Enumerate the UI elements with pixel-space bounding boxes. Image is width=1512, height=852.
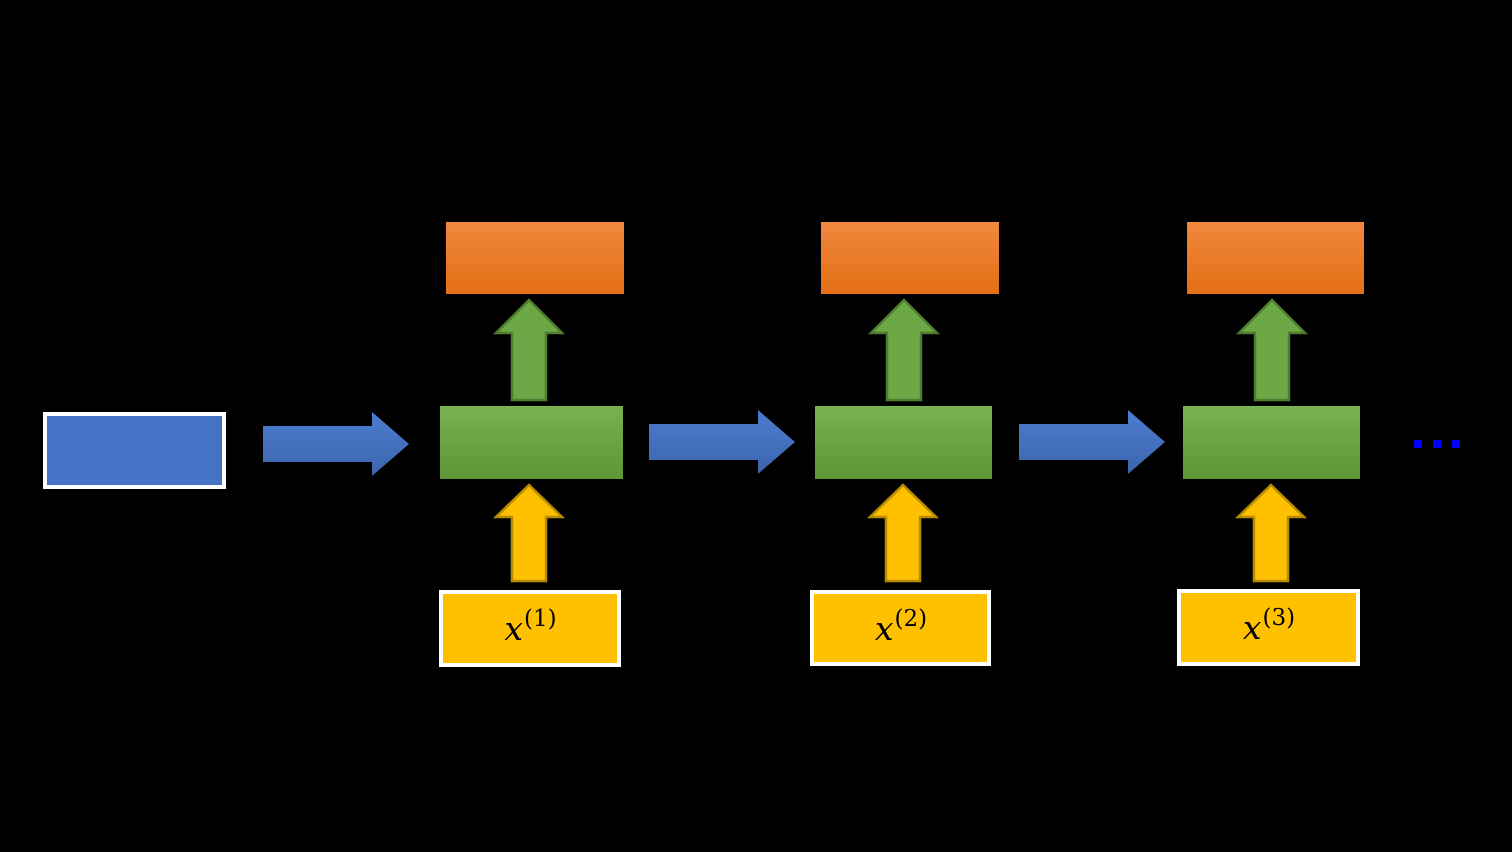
input-box-2: x(2) (810, 590, 991, 666)
output-arrow-1 (492, 298, 566, 402)
input-label-2: x(2) (874, 605, 928, 648)
initial-state-box (43, 412, 226, 489)
ellipsis-dot (1433, 440, 1441, 448)
output-arrow-3 (1235, 298, 1309, 402)
output-box-3 (1187, 222, 1364, 294)
input-box-1: x(1) (439, 590, 621, 667)
input-arrow-1 (492, 483, 566, 583)
input-arrow-3 (1234, 483, 1308, 583)
hidden-state-box-3 (1183, 406, 1360, 479)
output-box-1 (446, 222, 624, 294)
hidden-state-box-1 (440, 406, 623, 479)
hidden-state-box-2 (815, 406, 992, 479)
ellipsis-dot (1452, 440, 1460, 448)
input-label-3: x(3) (1242, 605, 1296, 647)
state-arrow-3 (1019, 410, 1165, 474)
input-box-3: x(3) (1177, 589, 1360, 666)
ellipsis-dot (1414, 440, 1422, 448)
input-arrow-2 (866, 483, 940, 583)
output-box-2 (821, 222, 999, 294)
input-label-1: x(1) (504, 606, 557, 648)
continuation-ellipsis (1414, 440, 1460, 448)
output-arrow-2 (867, 298, 941, 402)
state-arrow-1 (263, 412, 409, 476)
state-arrow-2 (649, 410, 795, 474)
